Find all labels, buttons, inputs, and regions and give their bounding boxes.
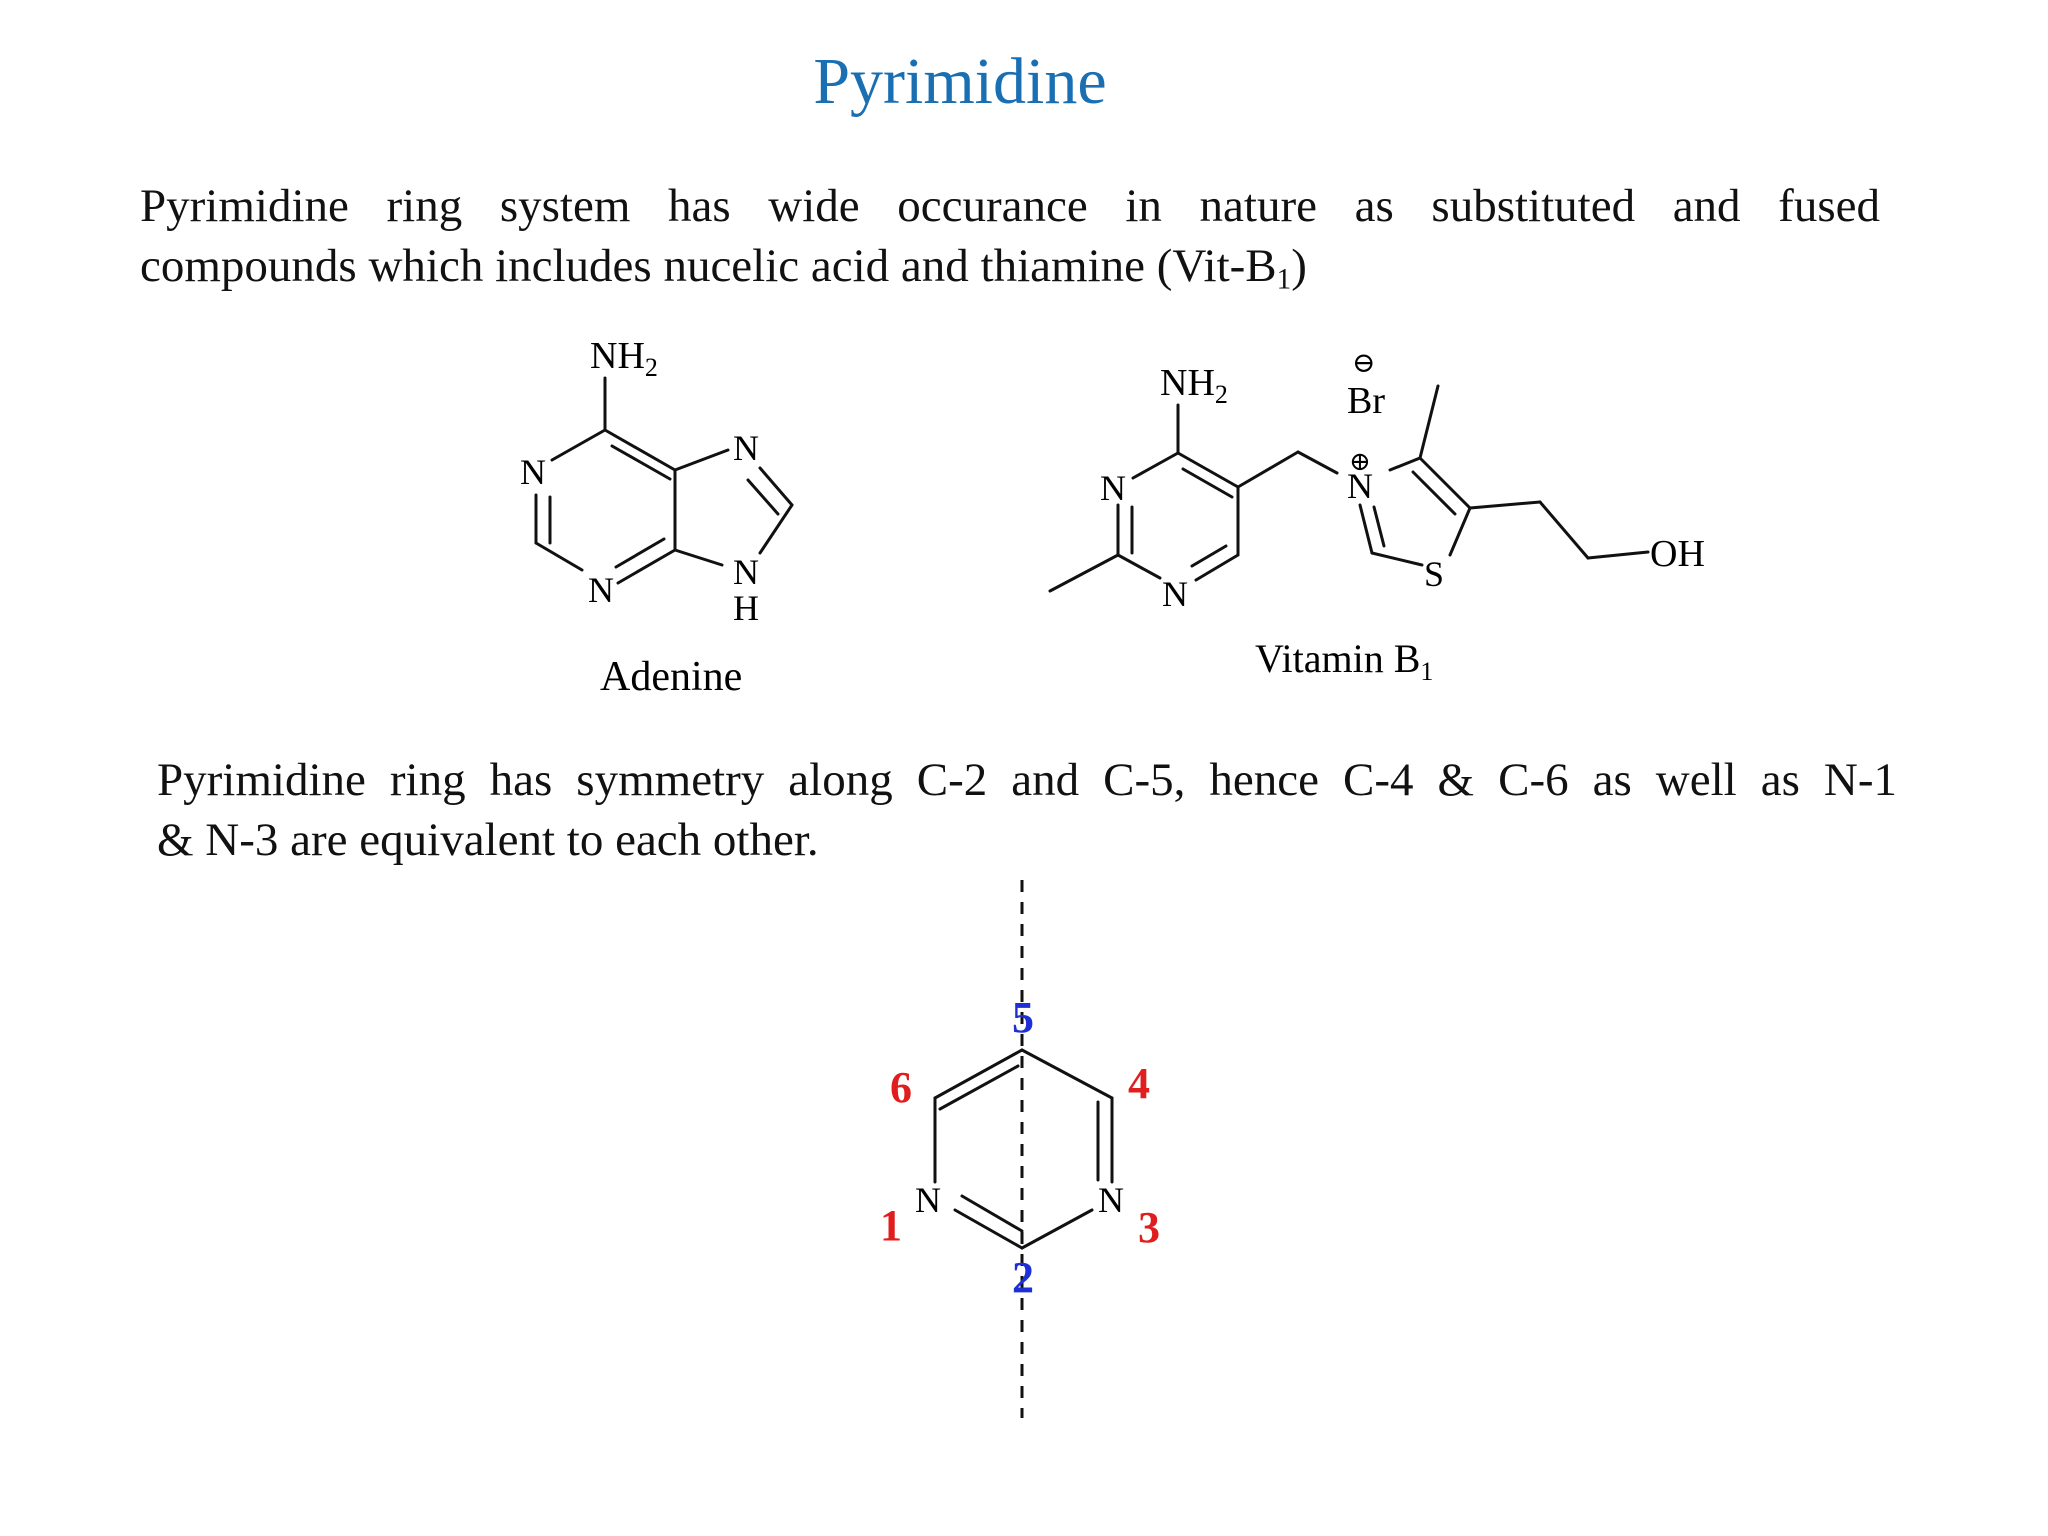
vitb1-bond-s-c2 — [1370, 551, 1424, 567]
vitb1-bond-c5-ch2a — [1468, 500, 1542, 510]
adenine-bond-c5-n7 — [673, 448, 730, 472]
adenine-bond-n3-c2 — [534, 541, 584, 572]
ring-position-2: 2 — [1012, 1253, 1034, 1302]
vitb1-bond-c6-n1 — [1194, 553, 1240, 582]
symmetry-line-1: Pyrimidine ring has symmetry along C-2 a… — [157, 754, 1897, 806]
vitb1-minus-charge: ⊖ — [1352, 348, 1375, 379]
vitb1-bond-n1-c2 — [1116, 553, 1162, 580]
symmetry-line-2: & N-3 are equivalent to each other. — [157, 814, 819, 866]
adenine-bond-n9-c4 — [673, 548, 724, 567]
ring-bond-c5-c6 — [933, 1048, 1024, 1100]
vitb1-bond-c4-c5 — [1418, 456, 1472, 510]
vitb1-bond-ch2a-ch2b — [1538, 500, 1590, 560]
intro-line-2: compounds which includes nucelic acid an… — [140, 236, 1880, 296]
intro-line-1: Pyrimidine ring system has wide occuranc… — [140, 180, 1880, 232]
vitb1-bond-n-c4 — [1388, 456, 1422, 472]
vitb1-bond-c4-n3 — [1131, 451, 1180, 480]
vitb1-bond-c5-ch2 — [1236, 450, 1300, 489]
slide-title: Pyrimidine — [813, 45, 1107, 118]
vitb1-bond-ch2b-oh — [1586, 550, 1650, 560]
adenine-structure: NH2 N N N N H Adenine — [520, 335, 794, 700]
vitb1-bond-c2-n — [1358, 503, 1374, 555]
adenine-bond-c4-n3 — [616, 548, 677, 585]
adenine-bond-c4-n3-double — [614, 537, 666, 569]
adenine-bond-c8-n9 — [758, 503, 794, 555]
ring-position-4: 4 — [1128, 1059, 1150, 1108]
adenine-bond-c6-c5-double — [610, 444, 672, 481]
adenine-n9-label: N — [733, 552, 759, 592]
ring-bond-c5-c6-double — [938, 1064, 1020, 1111]
ring-bond-n1-c2 — [953, 1208, 1024, 1250]
vitb1-bond-c5-s — [1448, 506, 1472, 557]
ring-position-1: 1 — [880, 1201, 902, 1250]
ring-position-3: 3 — [1138, 1203, 1160, 1252]
ring-n3-atom: N — [1098, 1180, 1124, 1220]
adenine-nh2-label: NH2 — [590, 335, 658, 382]
vitb1-bond-c4-c5-double — [1181, 467, 1234, 499]
vitb1-n1-label: N — [1162, 574, 1188, 614]
adenine-n7-label: N — [733, 428, 759, 468]
vitb1-bond-c4-c5-double — [1411, 470, 1457, 516]
intro-line-2-text: compounds which includes nucelic acid an… — [140, 240, 1277, 292]
vitb1-br-label: Br — [1347, 380, 1385, 422]
vitb1-plus-charge: ⊕ — [1349, 447, 1371, 476]
adenine-n3-label: N — [588, 570, 614, 610]
adenine-bond-c6-c5 — [603, 428, 677, 472]
vitb1-n3-label: N — [1100, 468, 1126, 508]
intro-paragraph: Pyrimidine ring system has wide occuranc… — [140, 176, 1880, 296]
pyrimidine-symmetry-structure: N N 1 3 4 6 5 2 — [880, 880, 1160, 1418]
adenine-bond-n7-c8-double — [746, 478, 780, 516]
adenine-bond-c6-n1 — [550, 428, 607, 462]
vitb1-bond-ch2-n — [1296, 450, 1339, 475]
vitb1-caption: Vitamin B1 — [1255, 636, 1433, 686]
symmetry-paragraph: Pyrimidine ring has symmetry along C-2 a… — [157, 750, 1897, 870]
vitb1-bond-c2-n-double — [1372, 505, 1386, 548]
adenine-h9-label: H — [733, 588, 759, 628]
vitb1-bond-c4-c5 — [1176, 451, 1240, 489]
vitb1-bond-c4-methyl — [1418, 384, 1440, 460]
ring-bond-c5-c4 — [1020, 1048, 1114, 1100]
ring-bond-n1-c2-double — [960, 1194, 1024, 1233]
vitb1-s-label: S — [1424, 554, 1444, 594]
vitb1-nh2-label: NH2 — [1160, 362, 1228, 409]
ring-position-6: 6 — [890, 1063, 912, 1112]
vitb1-thiazolium-n-label: N — [1347, 466, 1373, 506]
vitb1-bond-c6-n1-double — [1190, 544, 1228, 568]
adenine-bond-n7-c8 — [758, 466, 794, 507]
adenine-n1-label: N — [520, 452, 546, 492]
adenine-caption: Adenine — [600, 654, 742, 700]
ring-position-5: 5 — [1012, 993, 1034, 1042]
vitb1-bond-c2-methyl — [1048, 553, 1120, 593]
ring-n1-atom: N — [915, 1180, 941, 1220]
vitamin-b1-structure: NH2 — [1048, 348, 1705, 686]
intro-line-2-end: ) — [1291, 240, 1307, 292]
intro-line-2-subscript: 1 — [1276, 263, 1292, 296]
ring-bond-c2-n3 — [1020, 1208, 1094, 1250]
vitb1-oh-label: OH — [1650, 533, 1705, 575]
